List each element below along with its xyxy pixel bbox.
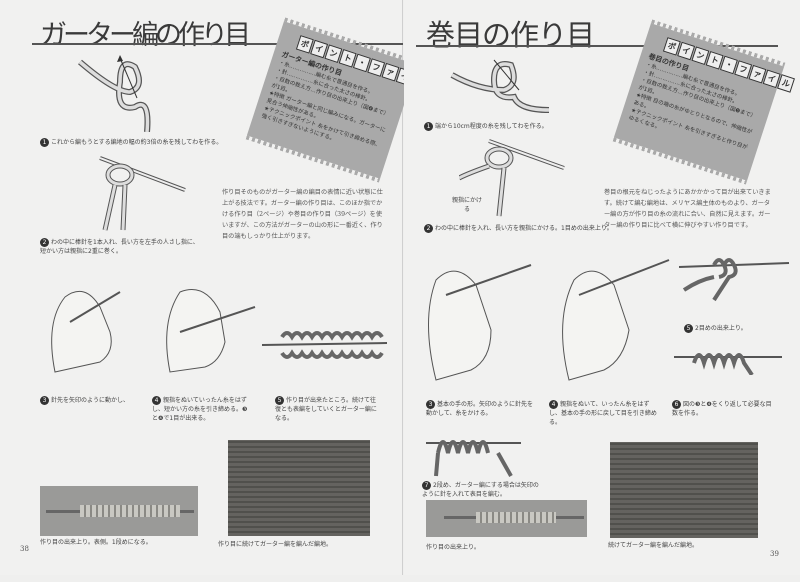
step-text: わの中に棒針を1本入れ、長い方を左手の人さし指に、短かい方は親指に2重に巻く。 xyxy=(40,239,199,255)
garter-swatch-photo xyxy=(228,440,370,536)
cast-on-needle-photo xyxy=(426,500,587,537)
step-text: 親指をぬいて、いったん糸をはずし、基本の手の形に戻して目を引き締める。 xyxy=(549,401,657,426)
step-text: 作り目が出来たところ。続けて往復とも表編をしていくとガーター編になる。 xyxy=(275,397,377,422)
hand-illustration-3 xyxy=(428,264,532,381)
yarn-loop-illustration xyxy=(450,59,550,113)
yarn-loop-illustration xyxy=(78,55,151,132)
page-title: 巻目の作り目 xyxy=(426,18,595,52)
step-number-badge: 1 xyxy=(40,138,49,147)
page-number: 39 xyxy=(770,550,779,558)
step-text: 2段め、ガーター編にする場合は矢印のように針を入れて表目を編む。 xyxy=(422,482,539,498)
step-number-badge: 4 xyxy=(152,396,161,405)
title-rule xyxy=(416,45,778,47)
step-number-badge: 2 xyxy=(40,238,49,247)
hand-illustration-4 xyxy=(166,289,256,373)
step-text: わの中に棒針を入れ、長い方を親指にかける。1目めの出来上り。 xyxy=(435,225,613,232)
two-stitches-illustration xyxy=(679,258,790,302)
step-text: 図の❸と❹をくり返して必要な目数を作る。 xyxy=(672,401,772,417)
pf-char: ル xyxy=(777,74,795,93)
step-text: これから編もうとする編地の幅の約3倍の糸を残してわを作る。 xyxy=(51,139,223,146)
body-text: 作り目そのものがガーター編の編目の表情に近い状態に仕上がる技法です。ガーター編の… xyxy=(222,189,383,240)
photo-caption: 作り目の出来上り。 xyxy=(426,544,480,551)
step-text: 親指をぬいていったん糸をはずし、短かい方の糸を引き締める。❸と❹で1目が出来る。 xyxy=(152,397,248,422)
step-number-badge: 3 xyxy=(426,400,435,409)
step-number-badge: 7 xyxy=(422,481,431,490)
step-text: 2目めの出来上り。 xyxy=(695,325,747,332)
hand-illustration-3 xyxy=(51,290,121,373)
needle-loop-illustration xyxy=(459,139,565,217)
title-rule xyxy=(32,43,403,45)
thumb-label: 親指にかける xyxy=(452,197,483,213)
step-number-badge: 3 xyxy=(40,396,49,405)
page-number: 38 xyxy=(20,545,29,553)
step-text: 基本の手の形。矢印のように針先を動かして、糸をかける。 xyxy=(426,401,534,417)
page-title: ガーター編の作り目 xyxy=(40,20,251,51)
garter-swatch-photo xyxy=(610,442,758,538)
step-text: 端から10cm程度の糸を残してわを作る。 xyxy=(435,123,548,130)
step-number-badge: 4 xyxy=(549,400,558,409)
step-text: 針先を矢印のように動かし、 xyxy=(51,397,130,404)
needle-loop-illustration xyxy=(99,156,186,231)
body-text: 巻目の根元をねじったようにあかかかって目が出来ていきます。続けて編む編地は、メリ… xyxy=(604,189,771,229)
step-number-badge: 6 xyxy=(672,400,681,409)
photo-caption: 続けてガーター編を編んだ編地。 xyxy=(608,542,699,549)
photo-caption: 作り目に続けてガーター編を編んだ編地。 xyxy=(218,541,333,548)
hand-illustration-4 xyxy=(562,259,670,381)
second-row-illustration xyxy=(426,440,521,477)
cast-on-needle-photo xyxy=(40,486,198,536)
step-number-badge: 1 xyxy=(424,122,433,131)
right-page: 巻目の作り目 ポイント・ファイル 巻目の作り目 ・糸……………編む糸で普通目を作… xyxy=(404,0,800,575)
photo-caption: 作り目の出来上り。表側。1段めになる。 xyxy=(40,539,152,546)
cast-on-stitches-illustration xyxy=(262,331,388,359)
many-stitches-illustration xyxy=(674,353,782,375)
step-number-badge: 5 xyxy=(275,396,284,405)
step-number-badge: 5 xyxy=(684,324,693,333)
step-number-badge: 2 xyxy=(424,224,433,233)
